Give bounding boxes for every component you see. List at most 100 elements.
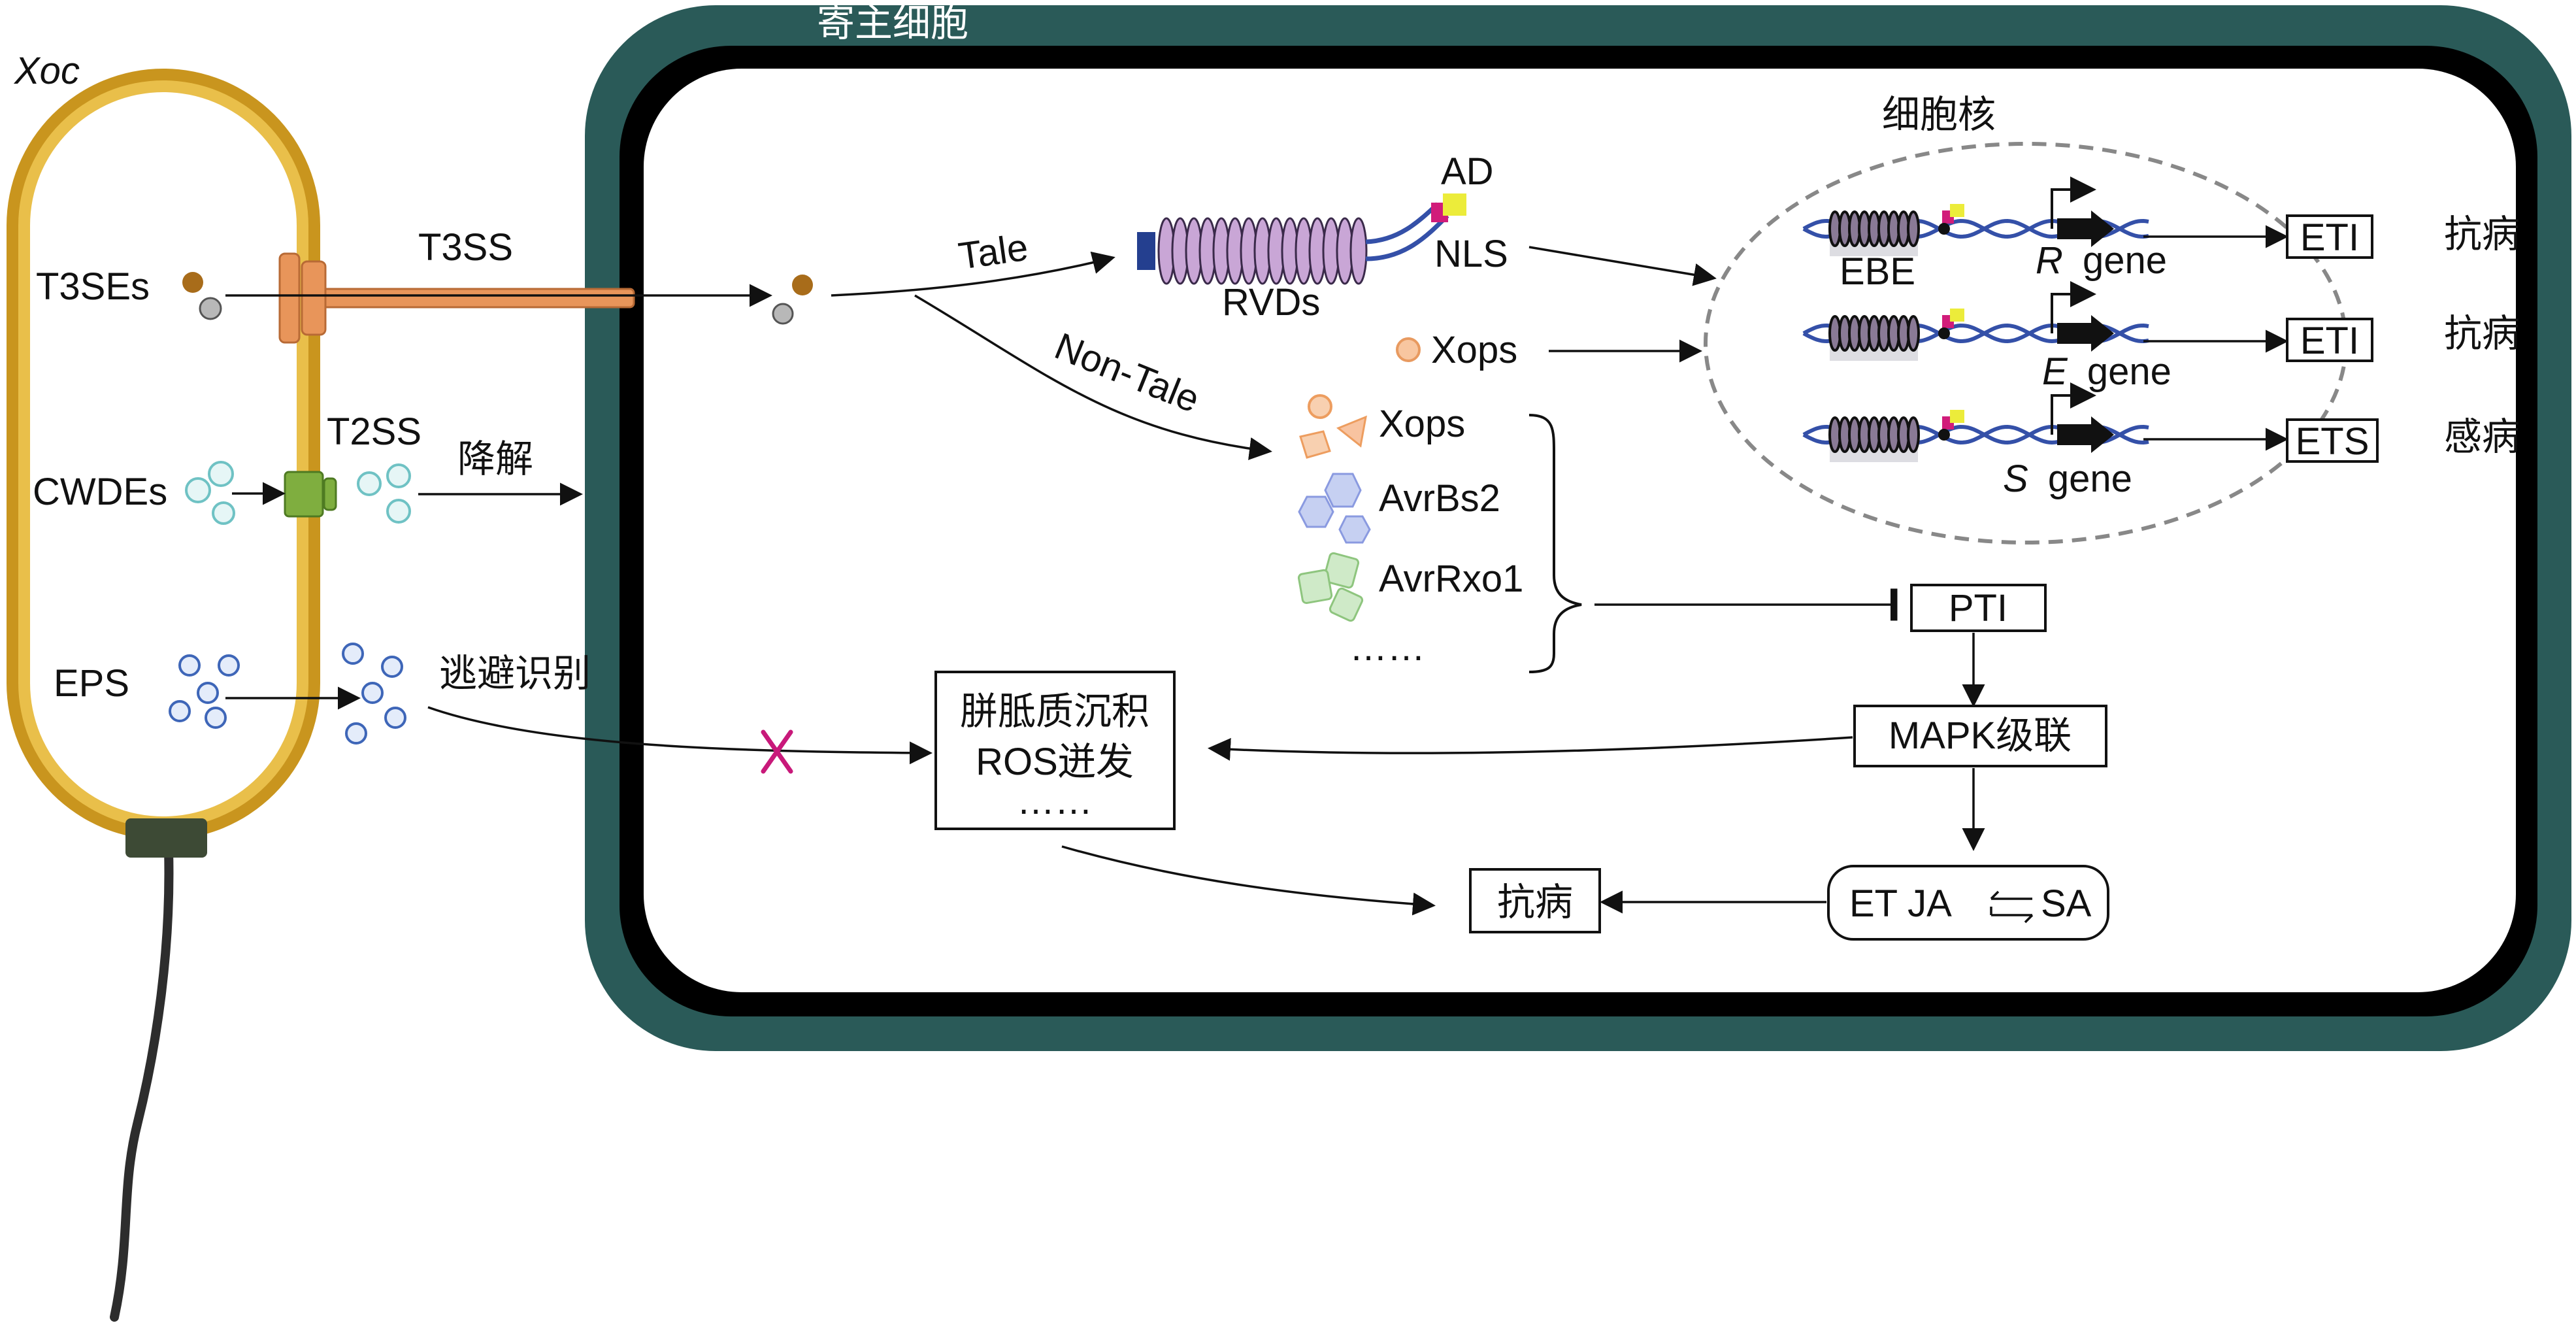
mapk-label: MAPK级联: [1889, 714, 2072, 757]
t3ss-needle: [306, 288, 635, 309]
cwde-secreted-dot: [386, 499, 411, 524]
flagellum: [110, 845, 174, 1322]
gene-block-arrow: [2057, 315, 2114, 352]
r-gene-label: R gene: [2036, 239, 2167, 282]
binding-dot: [1938, 327, 1950, 339]
ad-marker: [1950, 204, 1964, 217]
ad-marker: [1950, 410, 1964, 423]
ad-marker: [1950, 309, 1964, 322]
gene-row: [1802, 382, 2149, 462]
pti-box: [1910, 584, 2047, 632]
hormones-box: [1827, 865, 2109, 941]
binding-dot: [1938, 223, 1950, 235]
ad-label: AD: [1441, 150, 1494, 193]
non-tale-arrow: [914, 294, 1272, 460]
degrade-label: 降解: [457, 438, 533, 480]
flagellar-motor: [125, 818, 207, 858]
cwde-dot: [208, 461, 234, 487]
gene-block-arrow: [2057, 416, 2114, 453]
s-gene-label: S gene: [2003, 458, 2132, 500]
effector-brace: [1528, 414, 1582, 673]
eps-secreted-dot: [381, 656, 403, 678]
tale-repeats: [1157, 217, 1368, 285]
cwde-dot: [212, 501, 235, 525]
mapk-box: [1853, 705, 2107, 767]
tale-arrow: [831, 251, 1115, 297]
t2ss-label: T2SS: [327, 410, 421, 453]
eps-dot: [205, 707, 227, 729]
promoter-arrow: [2051, 281, 2096, 333]
e-gene-letter: E: [2042, 350, 2068, 393]
cwde-secreted-dot: [386, 463, 411, 488]
evade-label: 逃避识别: [439, 652, 591, 695]
rvds-label: RVDs: [1222, 281, 1320, 324]
cwde-secreted-dot: [357, 471, 382, 496]
eti-label-1: ETI: [2300, 216, 2359, 259]
ets-box: [2286, 418, 2379, 463]
eps-secreted-dot: [345, 722, 367, 745]
avrrxo1-label: AvrRxo1: [1379, 558, 1523, 600]
evade-arrow: [427, 706, 933, 765]
tale-label: Tale: [956, 226, 1031, 278]
eps-dot: [169, 700, 191, 722]
host-cell-label: 寄主细胞: [817, 2, 968, 44]
eti-box-1: [2286, 214, 2373, 259]
secreted-effector-brown: [792, 275, 813, 295]
eps-secreted-dot: [342, 643, 364, 665]
host-cell-interior: [644, 69, 2516, 992]
xops-nucleus-label: Xops: [1431, 329, 1517, 371]
mapk-to-callose-arrow: [1208, 736, 1853, 761]
bacterium-cytoplasm: [30, 92, 297, 816]
r-gene-letter: R: [2036, 239, 2063, 282]
nucleus-label: 细胞核: [1882, 93, 1996, 136]
eps-label: EPS: [54, 662, 129, 705]
t3se-dot-brown: [182, 272, 203, 293]
avrbs2-label: AvrBs2: [1379, 477, 1500, 520]
callose-to-resist-arrow: [1061, 845, 1436, 916]
resist-final-label: 抗病: [1497, 881, 1573, 924]
t3se-dot-gray: [199, 297, 222, 320]
t3ses-label: T3SEs: [36, 265, 150, 308]
resist-label-2: 抗病: [2444, 312, 2520, 355]
xops-shapes: [1299, 394, 1367, 459]
promoter-arrow: [2051, 176, 2096, 229]
tale-to-nucleus-arrow: [1528, 246, 1717, 286]
eps-dot: [178, 654, 201, 677]
eti-box-2: [2286, 318, 2373, 362]
t3ss-label: T3SS: [418, 226, 513, 269]
xops-nucleus-dot: [1396, 337, 1421, 362]
pti-label: PTI: [1949, 587, 2007, 629]
callose-line-2: ROS迸发: [976, 741, 1134, 783]
ebe-coil: [1907, 416, 1920, 453]
gene-rows: [1802, 176, 2149, 462]
nucleus: 细胞核 EBE R gene E gene S gene: [1704, 93, 2348, 544]
t3ss-base: [278, 252, 301, 344]
eps-dot: [197, 682, 219, 704]
t3ss-base-ring: [301, 260, 327, 336]
tale-repeat-coil: [1349, 217, 1368, 285]
effectors-ellipsis: ……: [1349, 626, 1425, 669]
immune-signaling: PTI MAPK级联 胼胝质沉积 ROS迸发 …… ET JA SA 抗病: [934, 584, 2109, 941]
t3ss-apparatus: T3SEs T3SS: [36, 226, 813, 344]
binding-dot: [1938, 429, 1950, 441]
s-gene-letter: S: [2003, 458, 2028, 500]
suscept-label: 感病: [2444, 416, 2520, 458]
avrbs2-shapes: [1298, 473, 1371, 544]
resist-final-box: [1469, 868, 1601, 933]
ad-domain: [1443, 193, 1466, 216]
ebe-label: EBE: [1840, 250, 1915, 293]
ebe-coil: [1907, 315, 1920, 352]
t2ss-apparatus: CWDEs T2SS 降解: [33, 410, 583, 525]
inhibit-cross-icon: [761, 729, 793, 774]
eps-secreted-dot: [384, 707, 406, 729]
gene-block-arrow: [2057, 210, 2114, 247]
xoc-label: Xoc: [13, 50, 80, 92]
callose-line-1: 胼胝质沉积: [960, 690, 1149, 733]
bacterium: Xoc: [7, 50, 320, 1322]
gene-row: [1802, 176, 2149, 256]
xops-label: Xops: [1379, 403, 1465, 445]
promoter-arrow: [2051, 382, 2096, 435]
cwde-dot: [185, 477, 211, 503]
t2ss-cap: [323, 477, 337, 511]
